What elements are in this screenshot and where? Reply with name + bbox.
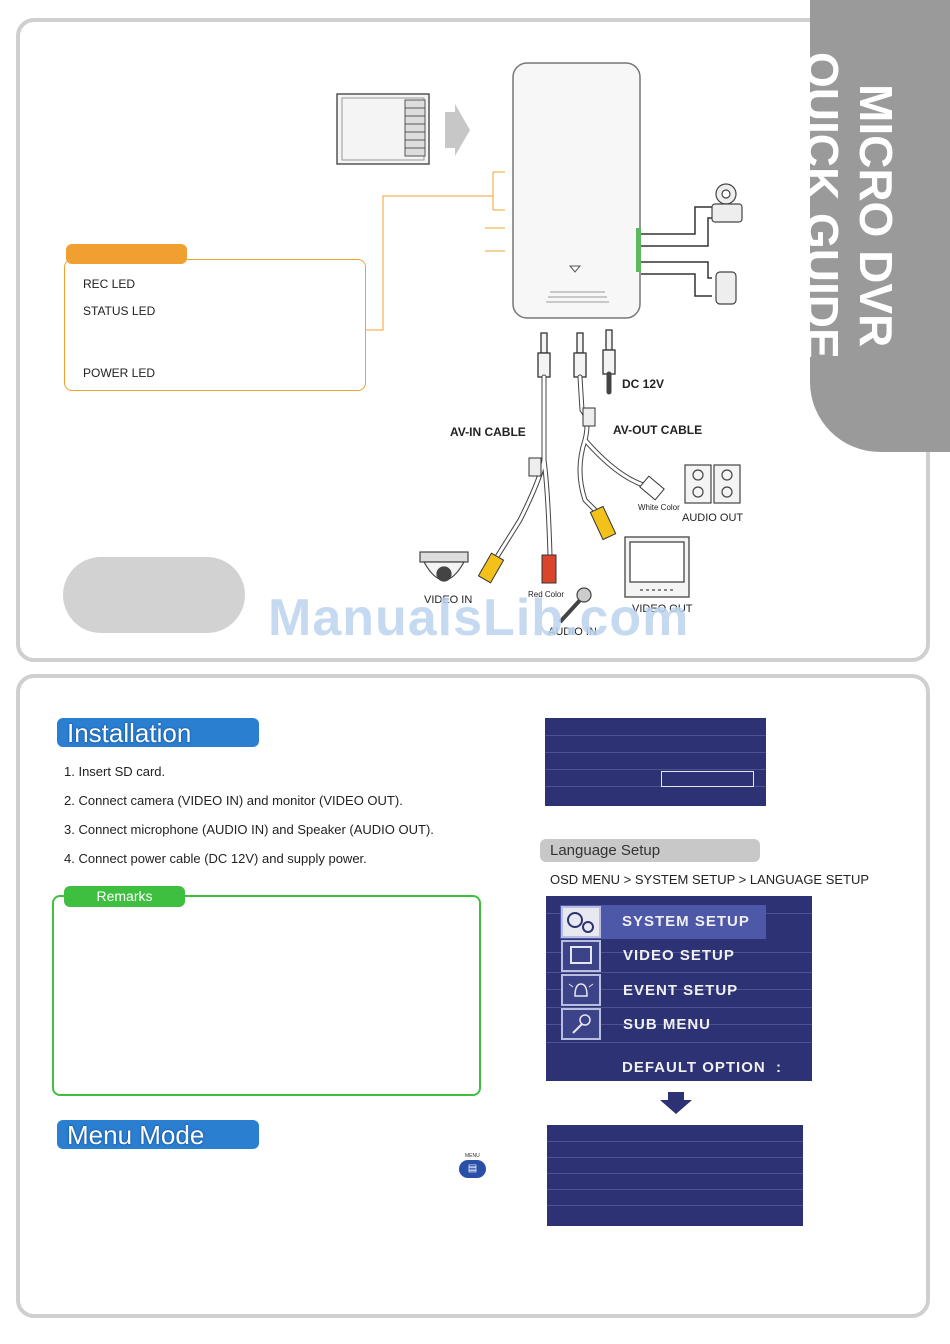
monitor-icon	[624, 536, 690, 598]
yellow-rca-plug	[477, 552, 505, 584]
menu-mode-header: Menu Mode	[57, 1120, 259, 1150]
sub-menu-icon	[561, 1008, 601, 1040]
dome-camera-icon	[419, 551, 469, 582]
led-box-header	[66, 244, 187, 264]
osd-item-video-setup[interactable]: VIDEO SETUP	[623, 947, 735, 964]
osd-item-system-setup[interactable]: SYSTEM SETUP	[622, 913, 750, 930]
install-step-4: 4. Connect power cable (DC 12V) and supp…	[64, 851, 367, 866]
osd-item-default-option[interactable]: DEFAULT OPTION	[622, 1059, 766, 1076]
red-color-label: Red Color	[528, 590, 565, 599]
dc12v-label: DC 12V	[622, 377, 665, 391]
white-rca-plug	[639, 475, 665, 501]
osd-highlight-box	[661, 771, 754, 787]
system-setup-icon	[561, 906, 601, 938]
led-power: POWER LED	[83, 366, 156, 380]
sensor-icon	[715, 271, 737, 305]
menu-button-icon: ▤	[459, 1160, 486, 1178]
video-in-label: VIDEO IN	[424, 594, 473, 606]
osd-screen-bottom	[547, 1125, 803, 1226]
led-rec: REC LED	[83, 277, 136, 291]
top-panel	[16, 18, 930, 662]
side-tab-line1: MICRO DVR	[850, 84, 902, 348]
down-arrow-icon	[660, 1092, 692, 1114]
installation-header: Installation	[57, 718, 259, 748]
side-tab	[810, 0, 950, 452]
red-rca-plug	[541, 554, 557, 584]
insert-arrow-icon	[445, 104, 470, 156]
audio-in-label: AUDIO IN	[548, 626, 597, 638]
osd-default-colon: :	[776, 1059, 782, 1076]
dvr-device	[512, 62, 641, 319]
white-color-label: White Color	[638, 503, 680, 512]
audio-out-label: AUDIO OUT	[682, 512, 744, 524]
yellow-rca-plug-out	[589, 505, 617, 541]
watermark: ManualsLib.com	[268, 589, 690, 647]
install-step-1: 1. Insert SD card.	[64, 764, 166, 779]
sd-card-icon	[336, 93, 430, 165]
led-leader-lines	[366, 171, 505, 331]
speaker-icon	[684, 464, 741, 504]
led-status: STATUS LED	[83, 304, 156, 318]
osd-main-menu: SYSTEM SETUP VIDEO SETUP EVENT SETUP SUB…	[546, 896, 812, 1081]
remarks-header: Remarks	[64, 886, 185, 907]
install-step-2: 2. Connect camera (VIDEO IN) and monitor…	[64, 793, 403, 808]
osd-item-event-setup[interactable]: EVENT SETUP	[623, 982, 739, 999]
video-out-label: VIDEO OUT	[632, 603, 693, 615]
install-step-3: 3. Connect microphone (AUDIO IN) and Spe…	[64, 822, 434, 837]
dvr-connection-diagram	[336, 62, 743, 624]
remarks-box	[52, 895, 481, 1096]
osd-item-sub-menu[interactable]: SUB MENU	[623, 1016, 712, 1033]
sensor-camera-icon	[711, 183, 743, 223]
language-setup-header: Language Setup	[540, 839, 760, 862]
microphone-icon	[558, 587, 592, 624]
osd-screen-top	[545, 718, 766, 806]
event-setup-icon	[561, 974, 601, 1006]
grey-oval-badge	[63, 557, 245, 633]
av-out-cable-label: AV-OUT CABLE	[613, 423, 703, 437]
language-setup-path: OSD MENU > SYSTEM SETUP > LANGUAGE SETUP	[550, 872, 870, 887]
menu-button-caption: MENU	[465, 1153, 480, 1159]
led-box	[64, 259, 366, 391]
av-in-cable-label: AV-IN CABLE	[450, 425, 526, 439]
video-setup-icon	[561, 940, 601, 972]
